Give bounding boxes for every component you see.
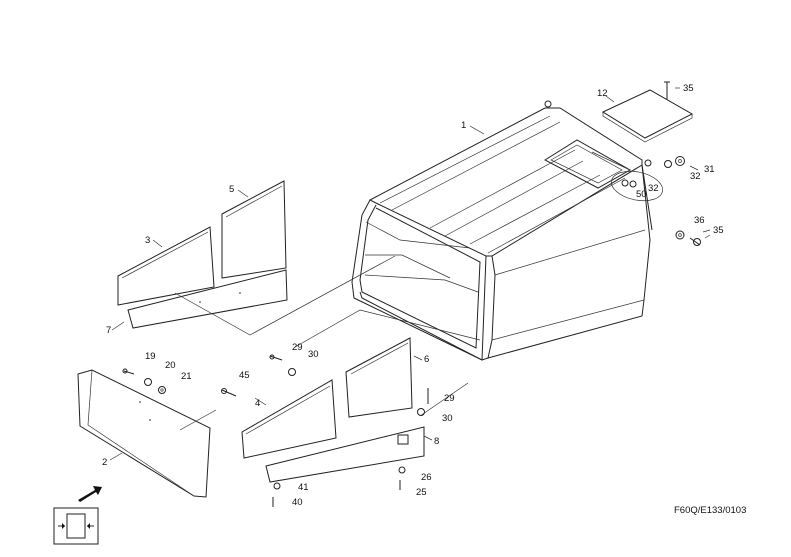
callout-29a: 29 [292, 342, 303, 353]
callout-31: 31 [704, 164, 715, 175]
assembly-leaders [174, 151, 631, 431]
hardware-right-lower [675, 230, 701, 246]
bolts-19-20-21 [122, 368, 166, 394]
bolts-mid [221, 354, 429, 507]
callout-21: 21 [181, 371, 192, 382]
callout-1: 1 [461, 120, 466, 131]
callout-32b: 32 [648, 183, 659, 194]
top-cover-plate [601, 81, 694, 143]
callout-30b: 30 [442, 413, 453, 424]
callout-45: 45 [239, 370, 250, 381]
callout-20: 20 [165, 360, 176, 371]
callout-2: 2 [102, 457, 107, 468]
callout-5: 5 [229, 184, 234, 195]
callout-29b: 29 [444, 393, 455, 404]
right-lower-panels [241, 337, 425, 483]
view-orientation-icon [53, 507, 99, 545]
callout-36: 36 [694, 215, 705, 226]
callout-35b: 35 [713, 225, 724, 236]
callout-50: 50 [636, 189, 647, 200]
callout-leaders [109, 87, 711, 461]
callout-8: 8 [434, 436, 439, 447]
hardware-right-upper [621, 156, 685, 188]
callout-30a: 30 [308, 349, 319, 360]
hood-canopy [351, 100, 653, 361]
callout-12: 12 [597, 88, 608, 99]
callout-3: 3 [145, 235, 150, 246]
callout-41: 41 [298, 482, 309, 493]
detail-highlight-oval [611, 170, 663, 202]
callout-7: 7 [106, 325, 111, 336]
callout-19: 19 [145, 351, 156, 362]
left-upper-panels [117, 180, 288, 329]
callout-26: 26 [421, 472, 432, 483]
drawing-reference-code: F60Q/E133/0103 [674, 505, 747, 516]
callout-35a: 35 [683, 83, 694, 94]
callout-4: 4 [255, 398, 260, 409]
callout-labels: 1 2 3 4 5 6 7 8 12 19 20 21 25 26 29 29 … [102, 83, 724, 508]
front-large-panel [77, 369, 211, 498]
callout-6: 6 [424, 354, 429, 365]
callout-40: 40 [292, 497, 303, 508]
arrow-icon [78, 486, 102, 502]
callout-25: 25 [416, 487, 427, 498]
callout-32a: 32 [690, 171, 701, 182]
